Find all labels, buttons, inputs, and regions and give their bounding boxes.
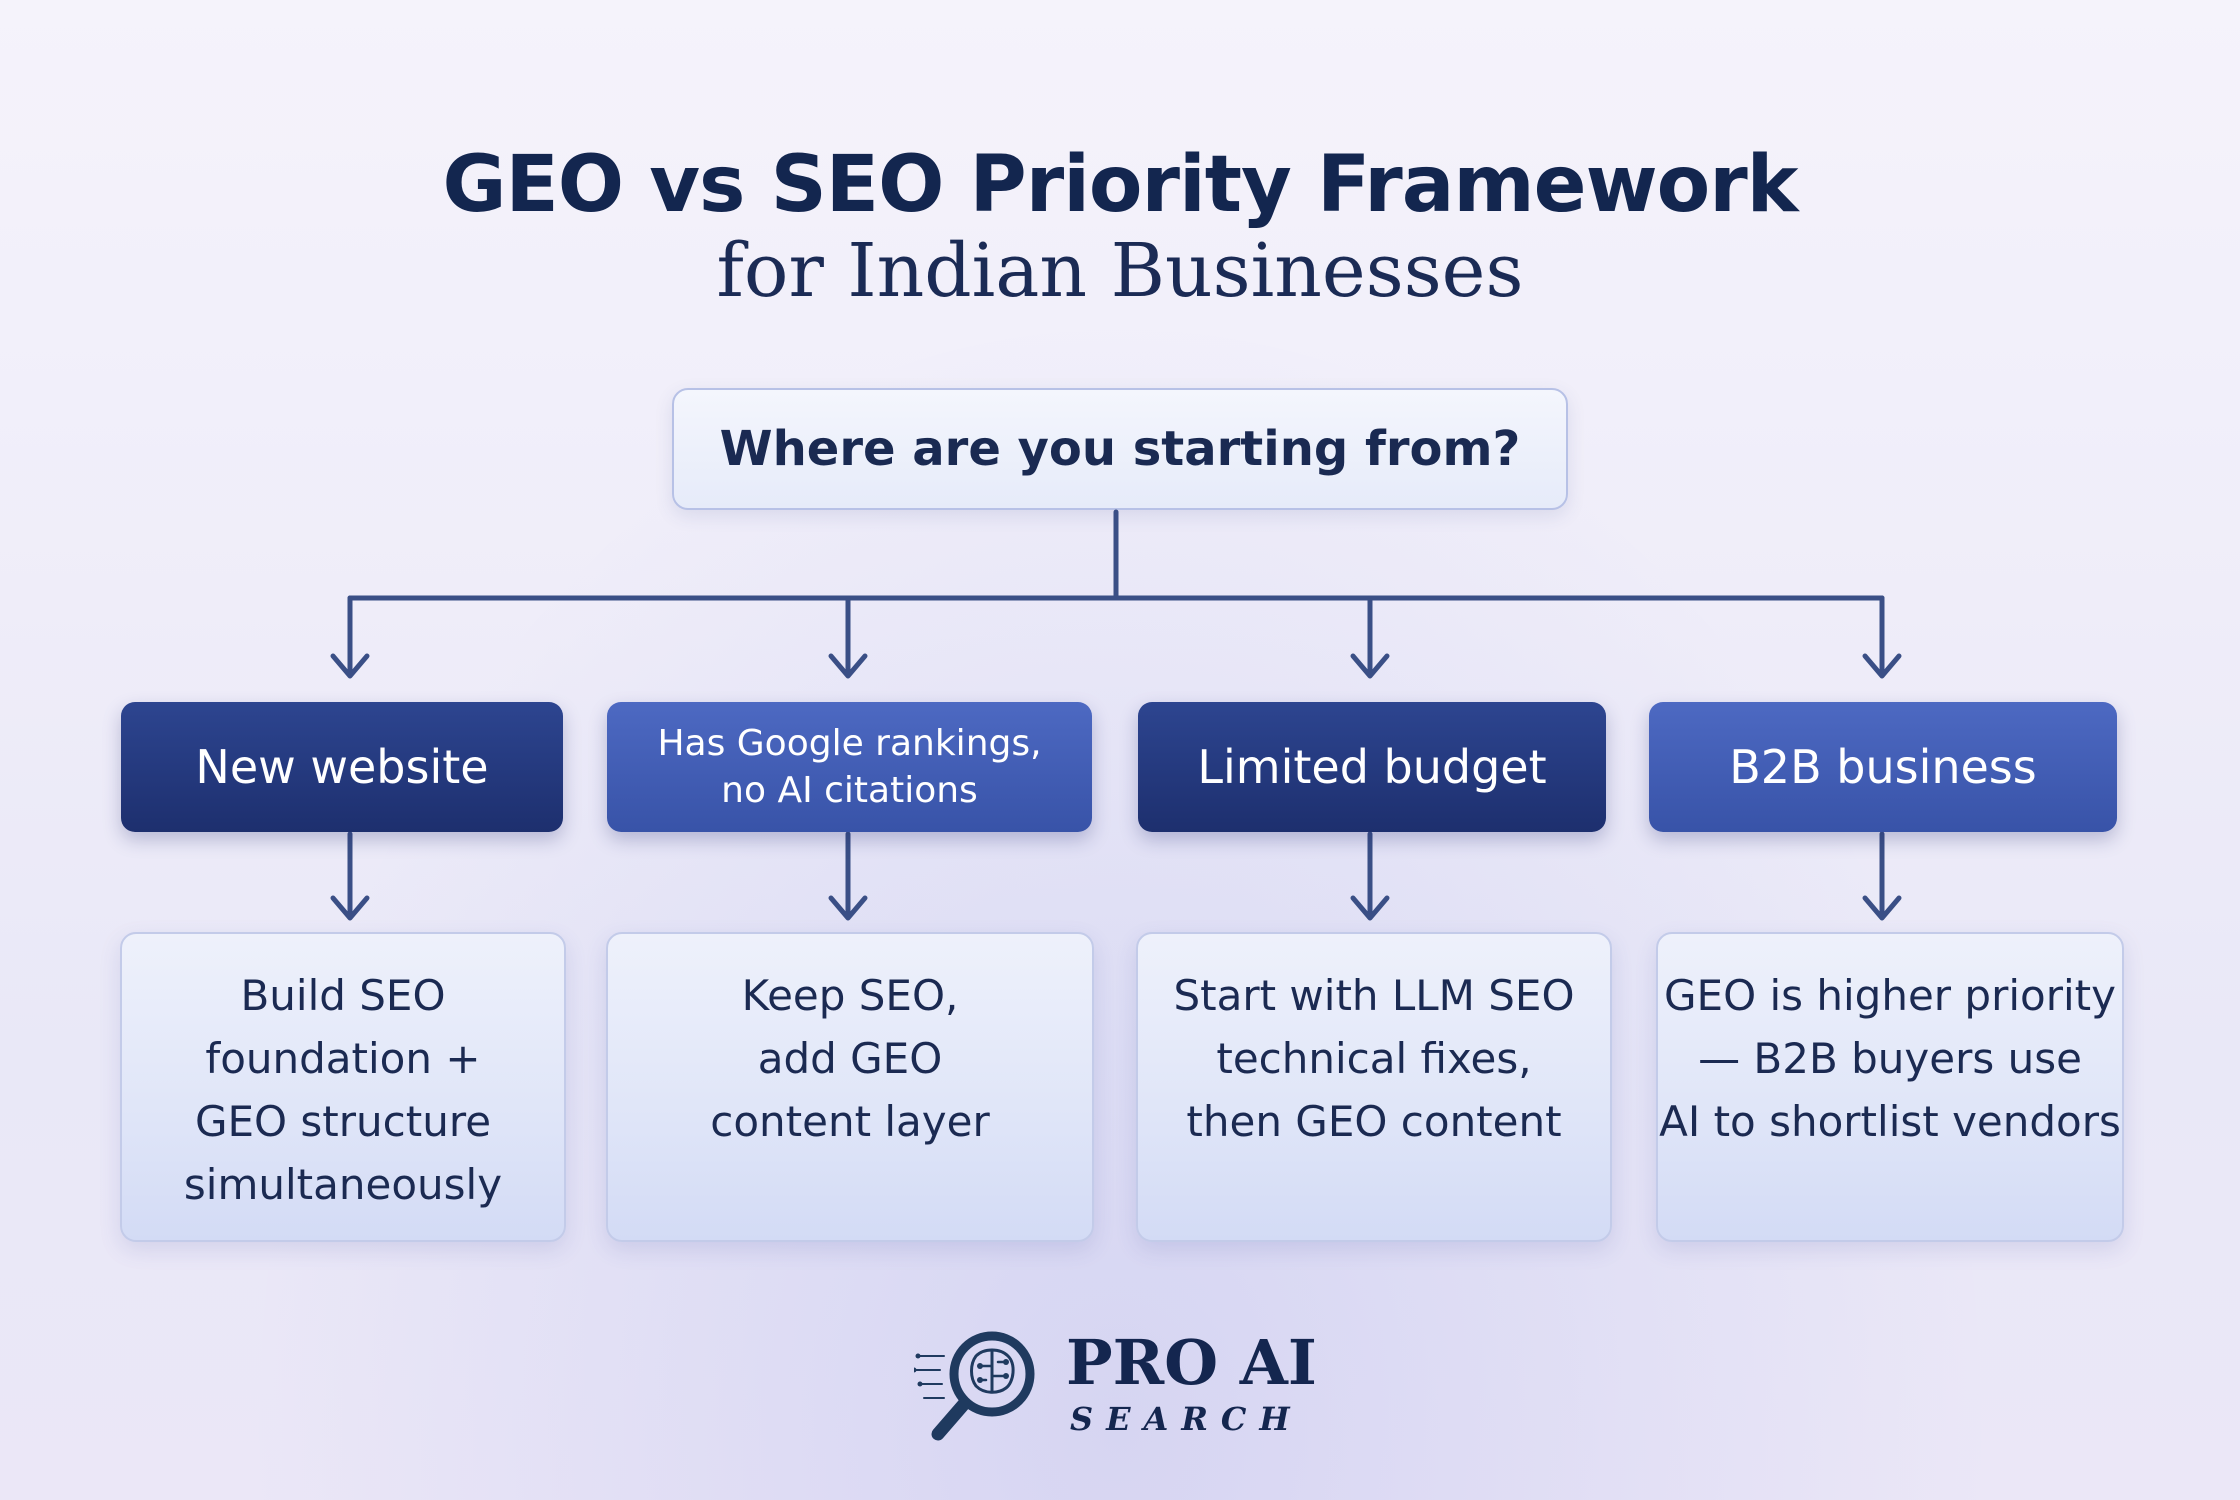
category-label: Has Google rankings, — [657, 723, 1042, 764]
outcome-line: Build SEO — [240, 971, 446, 1020]
outcome-line: — B2B buyers use — [1698, 1034, 2082, 1083]
category-box-b2b-business: B2B business — [1649, 702, 2117, 832]
arrow-head-3 — [1350, 653, 1390, 679]
logo-name: PRO AI — [1066, 1326, 1317, 1399]
outcome-line: add GEO — [757, 1034, 943, 1083]
outcome-line: simultaneously — [183, 1160, 503, 1209]
arrow-head-2 — [828, 653, 868, 679]
category-label: Limited budget — [1197, 740, 1547, 794]
outcome-line: AI to shortlist vendors — [1659, 1097, 2121, 1146]
outcome-line: Keep SEO, — [741, 971, 959, 1020]
outcome-line: GEO is higher priority — [1664, 971, 2116, 1020]
page-title: GEO vs SEO Priority Framework — [442, 140, 1798, 230]
root-question-label: Where are you starting from? — [719, 421, 1521, 477]
outcome-arrow-head-2 — [828, 895, 868, 921]
category-label: no AI citations — [721, 770, 978, 811]
category-box-new-website: New website — [121, 702, 563, 832]
brand-logo: PRO AI SEARCH — [914, 1322, 1334, 1442]
outcome-box-new-website: Build SEO foundation + GEO structure sim… — [120, 932, 566, 1242]
arrow-head-4 — [1862, 653, 1902, 679]
outcome-line: Start with LLM SEO — [1173, 971, 1575, 1020]
outcome-arrow-head-3 — [1350, 895, 1390, 921]
outcome-box-b2b-business: GEO is higher priority — B2B buyers use … — [1656, 932, 2124, 1242]
logo-tagline: SEARCH — [1070, 1400, 1303, 1438]
root-question-box: Where are you starting from? — [672, 388, 1568, 510]
category-label: B2B business — [1729, 740, 2037, 794]
magnifier-brain-icon — [914, 1331, 1035, 1441]
category-box-limited-budget: Limited budget — [1138, 702, 1606, 832]
outcome-box-limited-budget: Start with LLM SEO technical fixes, then… — [1136, 932, 1612, 1242]
outcome-line: content layer — [710, 1097, 990, 1146]
category-label: New website — [195, 740, 489, 794]
outcome-line: foundation + — [205, 1034, 481, 1083]
page-subtitle: for Indian Businesses — [716, 228, 1524, 314]
outcome-box-google-rankings: Keep SEO, add GEO content layer — [606, 932, 1094, 1242]
outcome-arrow-head-1 — [330, 895, 370, 921]
outcome-line: technical fixes, — [1216, 1034, 1532, 1083]
outcome-line: then GEO content — [1186, 1097, 1562, 1146]
arrow-head-1 — [330, 653, 370, 679]
category-box-google-rankings: Has Google rankings, no AI citations — [607, 702, 1092, 832]
outcome-arrow-head-4 — [1862, 895, 1902, 921]
outcome-line: GEO structure — [194, 1097, 492, 1146]
